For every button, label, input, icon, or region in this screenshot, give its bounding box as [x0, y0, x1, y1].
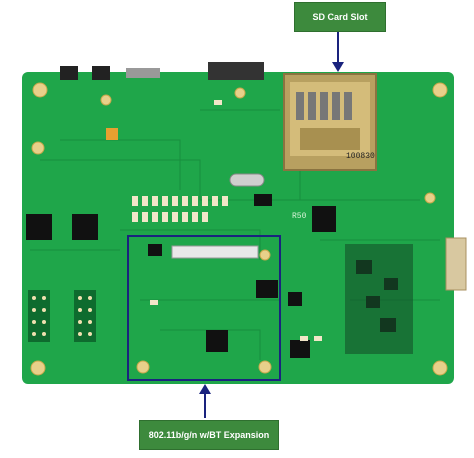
- usb-connector: [126, 68, 160, 78]
- expansion-connector: [171, 245, 259, 259]
- side-connector: [445, 237, 467, 291]
- audio-jack-2: [92, 66, 110, 80]
- audio-jack-1: [60, 66, 78, 80]
- mounting-holes: [30, 82, 448, 376]
- header-pins: [32, 296, 92, 336]
- r50-silkscreen: R50: [292, 212, 307, 221]
- header-connector: [208, 62, 264, 80]
- expansion-highlight-box: [127, 235, 281, 381]
- crystal: [229, 173, 265, 187]
- sd-card-slot-callout: SD Card Slot: [294, 2, 386, 32]
- sd-card-slot: [283, 73, 377, 171]
- passive-components: [132, 100, 322, 341]
- pin-header-left: [28, 290, 96, 342]
- tantalum-cap: [106, 128, 118, 140]
- power-zone: [345, 244, 413, 354]
- wifi-bt-expansion-label: 802.11b/g/n w/BT Expansion: [148, 430, 270, 440]
- callout-arrows: [199, 32, 344, 418]
- sd-serial-mark: 100830: [346, 152, 375, 161]
- wifi-bt-expansion-callout: 802.11b/g/n w/BT Expansion: [139, 420, 279, 450]
- sd-card-slot-label: SD Card Slot: [312, 12, 368, 22]
